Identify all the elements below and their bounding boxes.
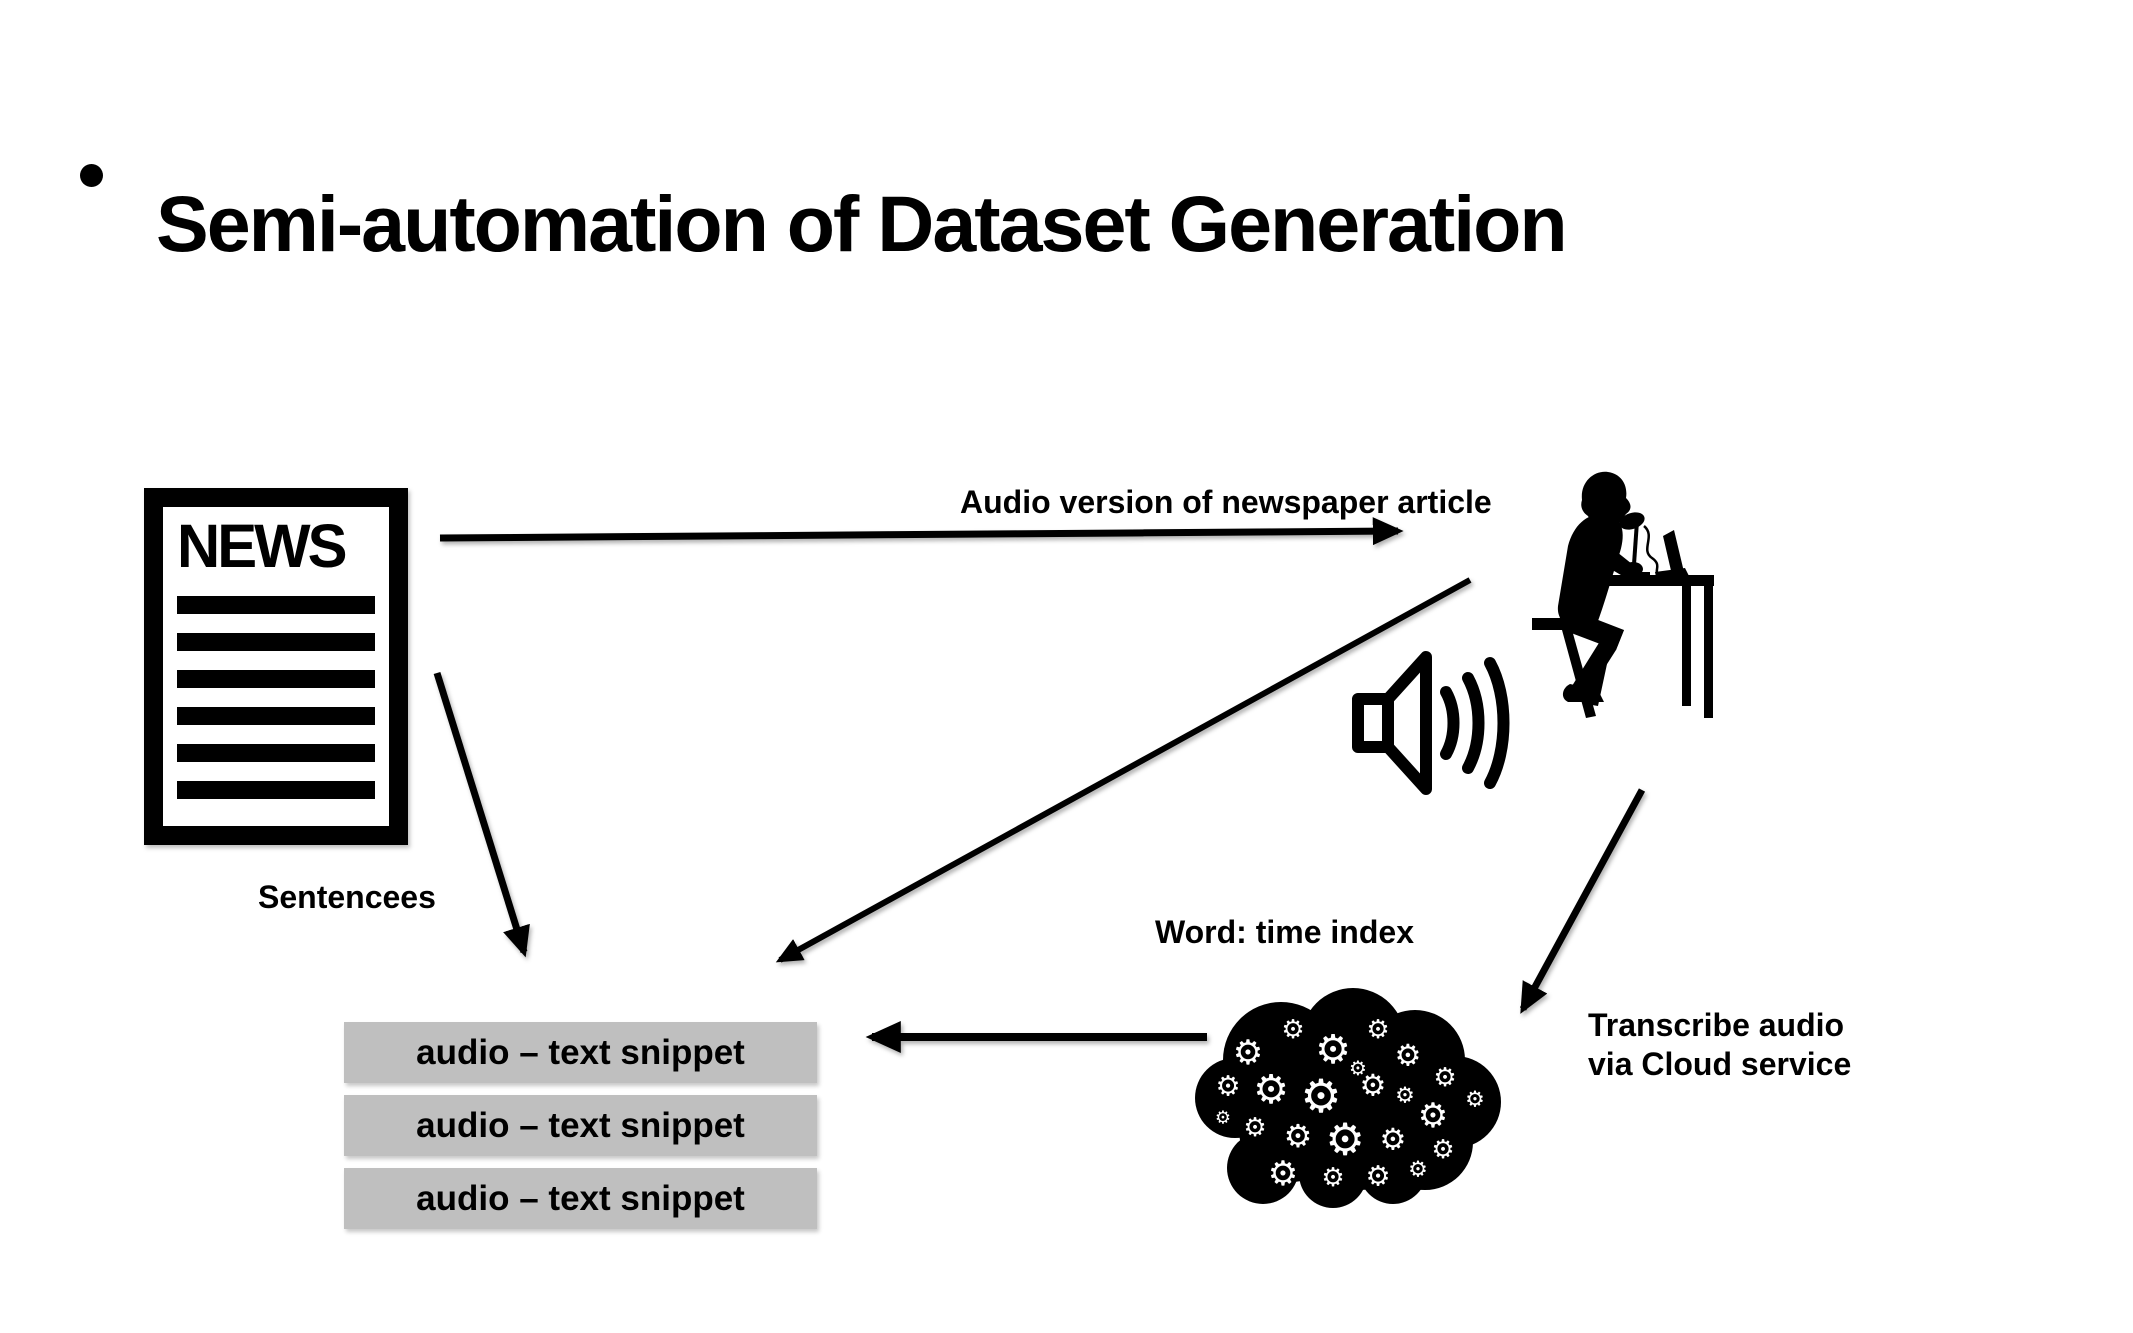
newspaper-text-line [177, 743, 375, 762]
person-recording-at-desk-icon [1532, 471, 1714, 718]
sentences-label: Sentencees [258, 879, 436, 915]
gear-icon: ⚙ [1233, 1033, 1263, 1073]
gear-icon: ⚙ [1315, 1027, 1351, 1073]
cloud-of-gears-icon: ⚙ ⚙ ⚙ ⚙ ⚙ ⚙ ⚙ ⚙ ⚙ ⚙ ⚙ ⚙ ⚙ ⚙ ⚙ ⚙ ⚙ ⚙ ⚙ ⚙ … [1195, 988, 1501, 1208]
gear-icon: ⚙ [1268, 1154, 1298, 1194]
newspaper-text-line [177, 595, 375, 614]
audio-text-snippet-box: audio – text snippet [344, 1168, 817, 1229]
gear-icon: ⚙ [1408, 1158, 1428, 1183]
gear-icon: ⚙ [1321, 1163, 1344, 1193]
newspaper-text-line [177, 780, 375, 799]
arrow-person-to-cloud [1519, 788, 1646, 1014]
audio-version-label: Audio version of newspaper article [960, 484, 1492, 520]
gear-icon: ⚙ [1243, 1113, 1266, 1143]
gear-icon: ⚙ [1431, 1135, 1454, 1165]
arrow-news-to-snippets [433, 671, 530, 958]
snippet-label: audio – text snippet [416, 1105, 745, 1145]
gear-icon: ⚙ [1465, 1088, 1485, 1113]
gear-icon: ⚙ [1366, 1015, 1389, 1045]
audio-text-snippet-box: audio – text snippet [344, 1095, 817, 1156]
gear-icon: ⚙ [1215, 1070, 1240, 1103]
transcribe-label-line1: Transcribe audio [1588, 1007, 1845, 1043]
gear-icon: ⚙ [1253, 1067, 1289, 1113]
transcribe-label: Transcribe audio via Cloud service [1588, 1006, 1851, 1084]
newspaper-icon-masthead: NEWS [177, 512, 348, 580]
newspaper-text-line [177, 632, 375, 651]
gear-icon: ⚙ [1300, 1069, 1341, 1123]
transcribe-label-line2: via Cloud service [1588, 1046, 1852, 1083]
snippet-label: audio – text snippet [416, 1032, 745, 1072]
gear-icon: ⚙ [1418, 1096, 1448, 1136]
gear-icon: ⚙ [1433, 1063, 1456, 1093]
snippet-label: audio – text snippet [416, 1178, 745, 1218]
page-title: Semi-automation of Dataset Generation [156, 178, 1568, 268]
gear-icon: ⚙ [1365, 1160, 1390, 1193]
newspaper-text-line [177, 706, 375, 725]
gear-icon: ⚙ [1215, 1108, 1231, 1129]
gear-icon: ⚙ [1284, 1117, 1313, 1155]
gear-icon: ⚙ [1360, 1069, 1387, 1104]
newspaper-text-line [177, 669, 375, 688]
gear-icon: ⚙ [1349, 1056, 1367, 1080]
gear-icon: ⚙ [1281, 1015, 1304, 1045]
gear-icon: ⚙ [1395, 1039, 1422, 1074]
audio-text-snippet-box: audio – text snippet [344, 1022, 817, 1083]
title-bullet [80, 164, 103, 187]
arrow-audio-version-to-person [439, 517, 1404, 546]
gear-icon: ⚙ [1325, 1115, 1364, 1166]
gear-icon: ⚙ [1395, 1084, 1415, 1109]
word-time-index-label: Word: time index [1155, 914, 1414, 950]
speaker-sound-waves-icon [1352, 651, 1510, 795]
newspaper-icon: NEWS [144, 488, 408, 845]
gear-icon: ⚙ [1380, 1123, 1407, 1158]
